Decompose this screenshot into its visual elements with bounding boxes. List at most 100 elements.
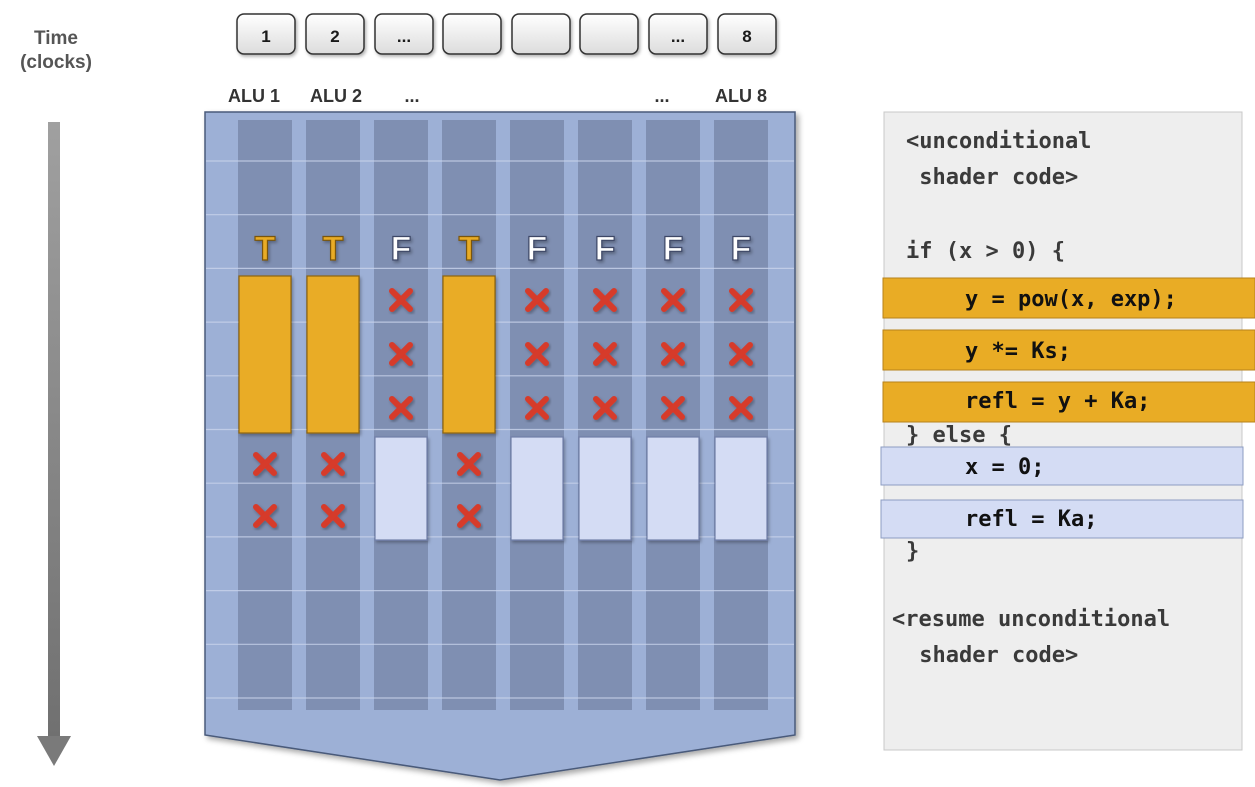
masked-x-icon bbox=[661, 342, 685, 366]
code-resume-line1: <resume unconditional bbox=[892, 607, 1170, 632]
alu-box-7: ... bbox=[648, 13, 708, 55]
condition-result-2: T bbox=[323, 230, 344, 268]
masked-x-icon bbox=[729, 342, 753, 366]
x-stroke bbox=[661, 396, 685, 420]
code-true-highlight-1 bbox=[882, 277, 1255, 319]
false-branch-bar-6 bbox=[578, 436, 632, 541]
x-stroke bbox=[729, 396, 753, 420]
x-stroke bbox=[525, 342, 549, 366]
masked-x-icon bbox=[321, 452, 345, 476]
masked-x-icon bbox=[389, 342, 413, 366]
x-stroke bbox=[661, 288, 685, 312]
true-branch-bar-2 bbox=[306, 275, 360, 434]
masked-x-icon bbox=[525, 342, 549, 366]
x-stroke bbox=[253, 452, 277, 476]
masked-x-icon bbox=[321, 504, 345, 528]
alu-label-8: ALU 8 bbox=[715, 86, 767, 106]
x-stroke bbox=[457, 504, 481, 528]
alu-box-frame bbox=[511, 13, 571, 55]
clocks-label: (clocks) bbox=[20, 52, 92, 73]
condition-result-6: F bbox=[595, 230, 616, 268]
condition-result-5: F bbox=[527, 230, 548, 268]
x-stroke bbox=[661, 342, 685, 366]
alu-lane-6 bbox=[578, 120, 632, 710]
alu-box-6 bbox=[579, 13, 639, 55]
false-branch-bar-5 bbox=[510, 436, 564, 541]
false-branch-bar-8 bbox=[714, 436, 768, 541]
masked-x-icon bbox=[389, 396, 413, 420]
code-resume-line2: shader code> bbox=[906, 643, 1078, 668]
masked-x-icon bbox=[525, 288, 549, 312]
alu-label-row: ALU 1 ALU 2...... ALU 8 bbox=[228, 86, 767, 106]
code-true-line-3: refl = y + Ka; bbox=[965, 389, 1150, 414]
condition-result-4: T bbox=[459, 230, 480, 268]
masked-x-icon bbox=[593, 342, 617, 366]
code-else-line: } else { bbox=[906, 423, 1012, 448]
x-stroke bbox=[253, 504, 277, 528]
true-branch-bar-1 bbox=[238, 275, 292, 434]
code-if-line: if (x > 0) { bbox=[906, 239, 1065, 264]
code-false-line-2: refl = Ka; bbox=[965, 507, 1097, 532]
masked-x-icon bbox=[729, 288, 753, 312]
masked-x-icon bbox=[253, 504, 277, 528]
time-label: Time bbox=[34, 28, 78, 49]
alu-box-3: ... bbox=[374, 13, 434, 55]
code-unconditional-line2: shader code> bbox=[906, 165, 1078, 190]
true-branch-bar-4 bbox=[442, 275, 496, 434]
time-arrow-icon bbox=[37, 736, 71, 766]
x-stroke bbox=[729, 288, 753, 312]
code-true-highlight-3 bbox=[882, 381, 1255, 423]
masked-x-icon bbox=[253, 452, 277, 476]
false-branch-bar-3 bbox=[374, 436, 428, 541]
masked-x-icon bbox=[389, 288, 413, 312]
x-stroke bbox=[389, 342, 413, 366]
masked-x-icon bbox=[729, 396, 753, 420]
condition-result-3: F bbox=[391, 230, 412, 268]
alu-box-label: 2 bbox=[330, 27, 339, 46]
x-stroke bbox=[525, 288, 549, 312]
code-true-highlight-2 bbox=[882, 329, 1255, 371]
alu-lane-8 bbox=[714, 120, 768, 710]
masked-x-icon bbox=[593, 396, 617, 420]
alu-box-5 bbox=[511, 13, 571, 55]
alu-box-4 bbox=[442, 13, 502, 55]
alu-box-label: 1 bbox=[261, 27, 270, 46]
masked-x-icon bbox=[593, 288, 617, 312]
alu-box-frame bbox=[717, 13, 777, 55]
time-arrow-shaft bbox=[48, 122, 60, 740]
code-true-line-1: y = pow(x, exp); bbox=[965, 287, 1177, 312]
alu-lane-3 bbox=[374, 120, 428, 710]
alu-box-frame bbox=[305, 13, 365, 55]
x-stroke bbox=[321, 452, 345, 476]
alu-label-7: ... bbox=[654, 86, 669, 106]
alu-box-frame bbox=[442, 13, 502, 55]
condition-result-7: F bbox=[663, 230, 684, 268]
masked-lane-marks bbox=[253, 288, 753, 528]
alu-box-frame bbox=[374, 13, 434, 55]
false-branch-bar-7 bbox=[646, 436, 700, 541]
alu-label-1: ALU 1 bbox=[228, 86, 280, 106]
alu-lane-7 bbox=[646, 120, 700, 710]
x-stroke bbox=[729, 342, 753, 366]
x-stroke bbox=[525, 396, 549, 420]
masked-x-icon bbox=[457, 452, 481, 476]
code-close-brace: } bbox=[906, 539, 919, 564]
alu-box-frame bbox=[648, 13, 708, 55]
alu-box-label: ... bbox=[671, 27, 685, 46]
alu-box-frame bbox=[579, 13, 639, 55]
code-panel-background bbox=[883, 111, 1243, 751]
alu-box-2: 2 bbox=[305, 13, 365, 55]
simd-background bbox=[204, 111, 796, 781]
execution-bars bbox=[238, 275, 768, 541]
alu-box-label: ... bbox=[397, 27, 411, 46]
x-stroke bbox=[321, 504, 345, 528]
alu-label-2: ALU 2 bbox=[310, 86, 362, 106]
condition-result-1: T bbox=[255, 230, 276, 268]
x-stroke bbox=[457, 452, 481, 476]
x-stroke bbox=[593, 288, 617, 312]
alu-label-3: ... bbox=[404, 86, 419, 106]
